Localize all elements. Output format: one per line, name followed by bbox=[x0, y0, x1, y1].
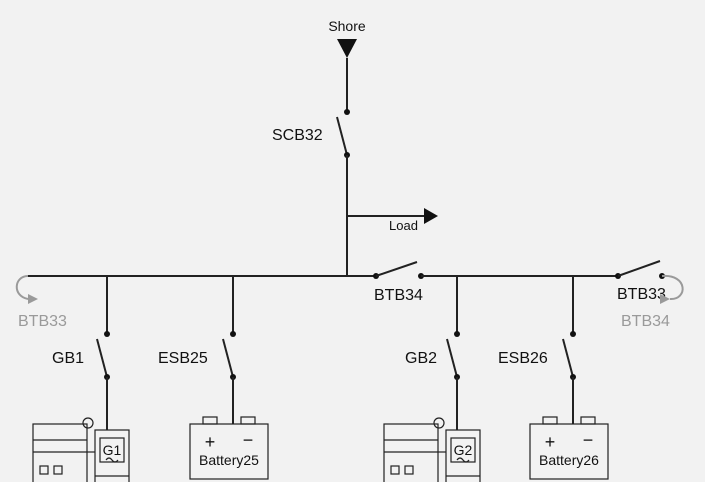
load-arrow-icon bbox=[424, 208, 438, 224]
battery-25-label: Battery25 bbox=[199, 452, 259, 468]
battery-terminal-icon bbox=[580, 416, 596, 425]
battery-25[interactable] bbox=[189, 416, 269, 480]
battery-body-icon bbox=[189, 423, 269, 480]
engine-block-icon bbox=[383, 423, 439, 482]
battery-terminal-icon bbox=[542, 416, 558, 425]
breaker-gb2[interactable] bbox=[446, 331, 460, 380]
battery-26-plus: + bbox=[545, 432, 556, 452]
shore-source-icon bbox=[337, 39, 357, 58]
breaker-gb1-label: GB1 bbox=[52, 350, 84, 367]
breaker-esb25-label: ESB25 bbox=[158, 350, 208, 367]
generator-g1-label: G1 bbox=[103, 442, 122, 458]
battery-26-minus: − bbox=[583, 430, 594, 450]
breaker-esb26[interactable] bbox=[562, 331, 576, 380]
generator-g2[interactable] bbox=[383, 417, 481, 482]
generator-g1[interactable] bbox=[32, 417, 130, 482]
breaker-scb32[interactable] bbox=[336, 109, 350, 158]
left-link-arrow[interactable] bbox=[15, 275, 38, 304]
battery-25-plus: + bbox=[205, 432, 216, 452]
battery-25-minus: − bbox=[243, 430, 254, 450]
load-label: Load bbox=[389, 218, 418, 233]
right-link-arrow[interactable] bbox=[660, 274, 684, 304]
shore-label: Shore bbox=[328, 18, 366, 34]
breaker-esb25[interactable] bbox=[222, 331, 236, 380]
breaker-btb33-label: BTB33 bbox=[617, 286, 666, 303]
battery-body-icon bbox=[529, 423, 609, 480]
breaker-esb26-label: ESB26 bbox=[498, 350, 548, 367]
breaker-gb1[interactable] bbox=[96, 331, 110, 380]
battery-26-label: Battery26 bbox=[539, 452, 599, 468]
battery-26[interactable] bbox=[529, 416, 609, 480]
breaker-btb34[interactable] bbox=[373, 261, 424, 279]
breaker-btb33[interactable] bbox=[615, 260, 665, 279]
engine-block-icon bbox=[32, 423, 88, 482]
generator-g2-label: G2 bbox=[454, 442, 473, 458]
battery-terminal-icon bbox=[240, 416, 256, 425]
left-link-label: BTB33 bbox=[18, 313, 67, 330]
breaker-scb32-label: SCB32 bbox=[272, 127, 323, 144]
breaker-btb34-label: BTB34 bbox=[374, 287, 423, 304]
right-link-label: BTB34 bbox=[621, 313, 670, 330]
battery-terminal-icon bbox=[202, 416, 218, 425]
breaker-gb2-label: GB2 bbox=[405, 350, 437, 367]
